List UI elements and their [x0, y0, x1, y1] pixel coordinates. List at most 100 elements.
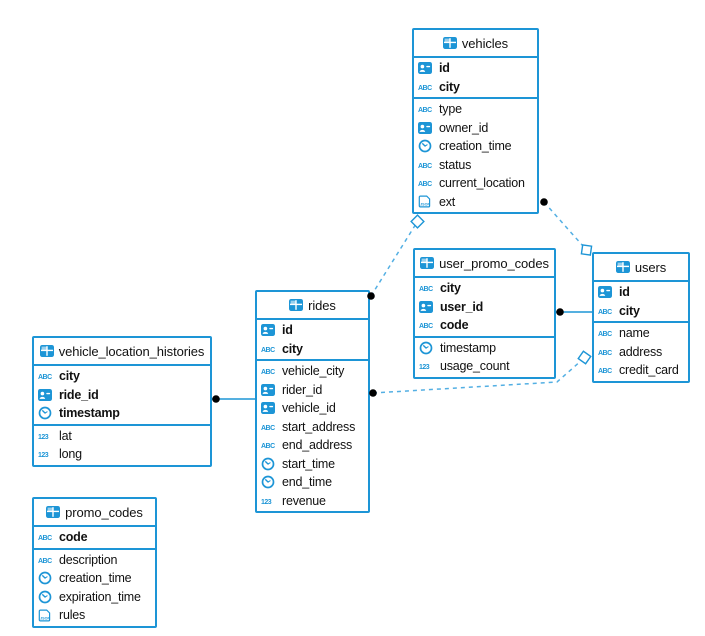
- field-rides-vehicle_id[interactable]: vehicle_id: [257, 399, 368, 418]
- field-vehicles-current_location[interactable]: ABC current_location: [414, 174, 537, 193]
- abc-text-icon: ABC: [418, 160, 435, 170]
- many-end-dot-marker: [540, 198, 548, 206]
- field-vehicle_location_histories-timestamp[interactable]: timestamp: [34, 404, 210, 423]
- table-header-user_promo_codes[interactable]: user_promo_codes: [415, 250, 554, 278]
- field-rides-id[interactable]: id: [257, 321, 368, 340]
- field-name: ride_id: [59, 387, 99, 402]
- id-badge-icon: [418, 121, 435, 134]
- field-name: city: [282, 341, 303, 356]
- field-name: id: [439, 61, 450, 76]
- field-name: rules: [59, 608, 86, 623]
- clock-icon: [38, 571, 55, 585]
- field-name: id: [619, 285, 630, 300]
- field-vehicles-type[interactable]: ABC type: [414, 100, 537, 119]
- relationship-rides-users[interactable]: [372, 359, 583, 394]
- abc-text-icon: ABC: [418, 178, 435, 188]
- abc-text-icon: ABC: [38, 555, 55, 565]
- field-vehicles-creation_time[interactable]: creation_time: [414, 137, 537, 156]
- field-name: type: [439, 102, 462, 117]
- field-user_promo_codes-timestamp[interactable]: timestamp: [415, 339, 554, 358]
- table-header-users[interactable]: users: [594, 254, 688, 282]
- field-rides-city[interactable]: ABC city: [257, 340, 368, 359]
- field-promo_codes-expiration_time[interactable]: expiration_time: [34, 588, 155, 607]
- field-name: lat: [59, 428, 72, 443]
- relationship-rides-vehicles[interactable]: [370, 221, 419, 297]
- field-name: long: [59, 447, 82, 462]
- field-name: ext: [439, 194, 456, 209]
- field-vehicle_location_histories-long[interactable]: 123 long: [34, 445, 210, 464]
- svg-text:ABC: ABC: [418, 107, 432, 114]
- field-rides-start_time[interactable]: start_time: [257, 455, 368, 474]
- table-title: promo_codes: [65, 504, 143, 520]
- abc-text-icon: ABC: [598, 306, 615, 316]
- table-header-vehicles[interactable]: vehicles: [414, 30, 537, 58]
- one-end-diamond-marker: [577, 350, 592, 365]
- abc-text-icon: ABC: [261, 344, 278, 354]
- id-badge-icon: [38, 388, 55, 401]
- svg-text:ABC: ABC: [418, 85, 432, 92]
- field-users-id[interactable]: id: [594, 283, 688, 302]
- field-name: timestamp: [440, 340, 496, 355]
- svg-text:ABC: ABC: [38, 558, 52, 565]
- field-name: current_location: [439, 176, 525, 191]
- field-vehicles-id[interactable]: id: [414, 59, 537, 78]
- field-name: name: [619, 326, 650, 341]
- field-name: creation_time: [59, 571, 132, 586]
- field-name: status: [439, 157, 472, 172]
- field-user_promo_codes-user_id[interactable]: user_id: [415, 298, 554, 317]
- svg-text:123: 123: [38, 452, 49, 459]
- abc-text-icon: ABC: [418, 104, 435, 114]
- svg-text:ABC: ABC: [598, 309, 612, 316]
- number-123-icon: 123: [419, 361, 436, 371]
- table-header-rides[interactable]: rides: [257, 292, 368, 320]
- abc-text-icon: ABC: [261, 366, 278, 376]
- field-vehicle_location_histories-ride_id[interactable]: ride_id: [34, 386, 210, 405]
- table-header-vehicle_location_histories[interactable]: vehicle_location_histories: [34, 338, 210, 366]
- field-vehicles-owner_id[interactable]: owner_id: [414, 119, 537, 138]
- svg-text:ABC: ABC: [419, 323, 433, 330]
- abc-text-icon: ABC: [419, 320, 436, 330]
- field-name: city: [439, 79, 460, 94]
- field-vehicles-status[interactable]: ABC status: [414, 156, 537, 175]
- field-rides-end_time[interactable]: end_time: [257, 473, 368, 492]
- field-promo_codes-creation_time[interactable]: creation_time: [34, 569, 155, 588]
- table-header-promo_codes[interactable]: promo_codes: [34, 499, 155, 527]
- field-vehicles-city[interactable]: ABC city: [414, 78, 537, 97]
- many-end-dot-marker: [369, 389, 377, 397]
- field-rides-rider_id[interactable]: rider_id: [257, 381, 368, 400]
- field-name: end_address: [282, 438, 353, 453]
- relationship-vehicles-users[interactable]: [543, 201, 588, 251]
- svg-text:ABC: ABC: [38, 535, 52, 542]
